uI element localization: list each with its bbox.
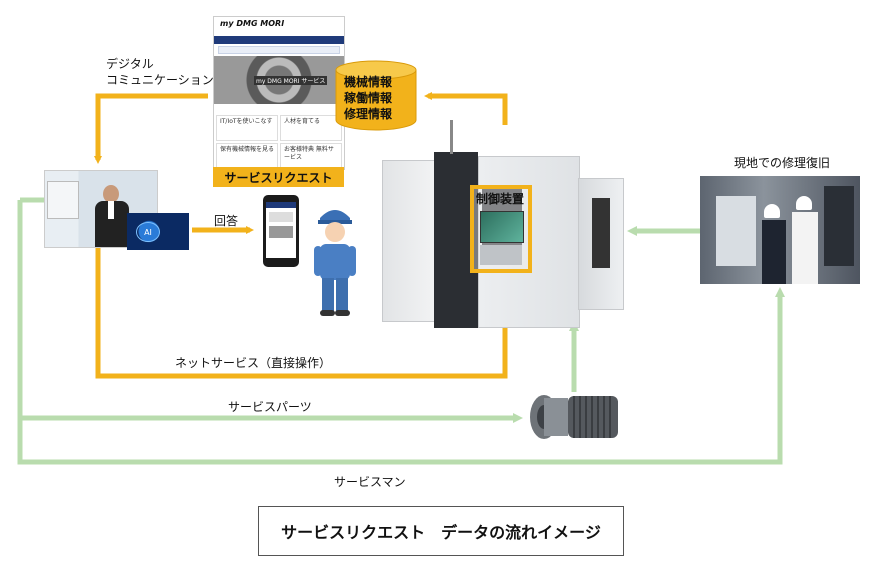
info-to-portal-arrow <box>424 92 508 125</box>
info-database-cylinder <box>335 60 417 131</box>
portal-banner: my DMG MORI サービス <box>214 56 344 104</box>
service-worker-figure <box>314 210 356 316</box>
onsite-repair-label: 現地での修理復旧 <box>734 156 831 170</box>
info-operation: 稼働情報 <box>344 91 393 105</box>
smartphone <box>263 195 299 267</box>
service-request-label: サービスリクエスト <box>224 170 333 185</box>
service-request-bar: サービスリクエスト <box>213 167 344 187</box>
ai-label: AI <box>144 227 152 237</box>
spindle-part <box>530 395 618 439</box>
net-service-arrow <box>95 245 509 379</box>
answer-label: 回答 <box>214 214 239 228</box>
service-man-arrow <box>17 287 785 465</box>
portal-screenshot: my DMG MORI my DMG MORI サービス IT/IoTを使いこな… <box>213 16 345 170</box>
diagram-caption: サービスリクエスト データの流れイメージ <box>281 523 601 542</box>
net-service-label: ネットサービス（直接操作） <box>175 356 332 370</box>
digital-communication-arrow <box>94 93 208 164</box>
service-parts-label: サービスパーツ <box>228 400 312 414</box>
service-man-label: サービスマン <box>334 475 406 489</box>
portal-logo: my DMG MORI <box>220 19 285 28</box>
portal-banner-text: my DMG MORI サービス <box>254 76 328 85</box>
portal-tile-machine: 保有機械情報を見る <box>216 143 278 169</box>
info-machine: 機械情報 <box>344 75 393 89</box>
portal-tile-iot: IT/IoTを使いこなす <box>216 115 278 141</box>
control-unit-label: 制御装置 <box>476 192 525 206</box>
digital-communication-label: デジタル コミュニケーション <box>106 56 214 88</box>
diagram-caption-box: サービスリクエスト データの流れイメージ <box>258 506 624 556</box>
portal-tile-free: お客様特典 無料サービス <box>280 143 342 169</box>
info-text: 機械情報 稼働情報 修理情報 <box>344 74 392 122</box>
portal-tile-training: 人材を育てる <box>280 115 342 141</box>
ai-badge: AI <box>127 213 189 250</box>
digital-label-line2: コミュニケーション <box>106 73 214 87</box>
digital-label-line1: デジタル <box>106 57 154 71</box>
control-unit-box <box>470 185 532 273</box>
onsite-repair-photo <box>700 176 860 284</box>
info-repair: 修理情報 <box>344 107 393 121</box>
